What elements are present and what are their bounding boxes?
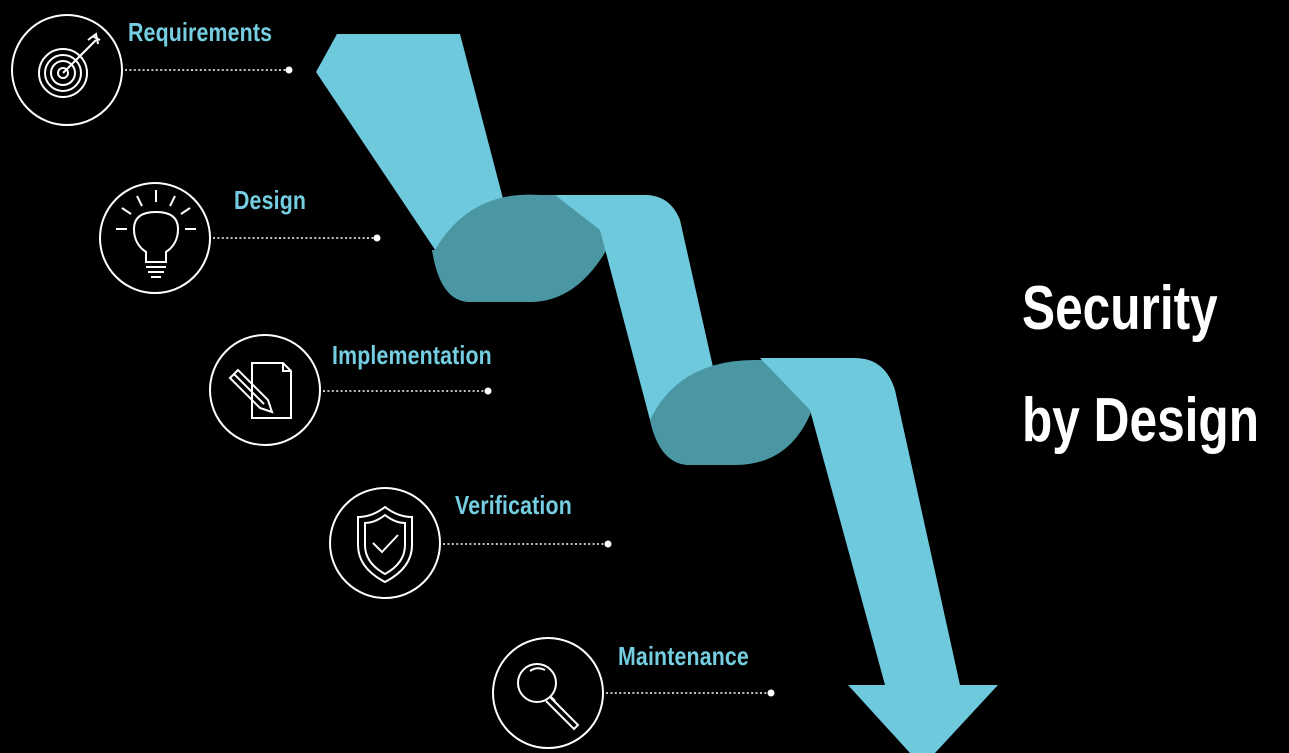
title-line-1: Security bbox=[1022, 274, 1218, 343]
label-implementation: Implementation bbox=[332, 340, 492, 370]
label-design: Design bbox=[234, 185, 307, 215]
ribbon-segment-3 bbox=[760, 358, 960, 685]
step-verification bbox=[329, 487, 612, 599]
label-maintenance: Maintenance bbox=[618, 641, 749, 671]
connector-dot bbox=[767, 689, 775, 697]
connector-dot bbox=[285, 66, 293, 74]
title-line-2: by Design bbox=[1022, 386, 1260, 455]
target-icon bbox=[38, 32, 101, 98]
label-requirements: Requirements bbox=[128, 17, 273, 47]
icon-circle bbox=[11, 14, 123, 126]
pencil-document-icon bbox=[228, 362, 292, 419]
step-implementation bbox=[209, 334, 492, 446]
icon-circle bbox=[329, 487, 441, 599]
connector-dot bbox=[604, 540, 612, 548]
step-requirements bbox=[11, 14, 293, 126]
label-verification: Verification bbox=[455, 490, 572, 520]
step-design bbox=[99, 182, 381, 294]
step-maintenance bbox=[492, 637, 775, 749]
magnifier-icon bbox=[517, 663, 580, 731]
ribbon-fold-2 bbox=[650, 359, 812, 465]
icon-circle bbox=[492, 637, 604, 749]
connector-dot bbox=[484, 387, 492, 395]
lightbulb-icon bbox=[116, 190, 196, 278]
shield-check-icon bbox=[357, 505, 413, 584]
ribbon-arrow bbox=[316, 34, 998, 753]
connector-dot bbox=[373, 234, 381, 242]
ribbon-arrowhead bbox=[848, 685, 998, 753]
icon-circle bbox=[99, 182, 211, 294]
icon-circle bbox=[209, 334, 321, 446]
ribbon-fold-1 bbox=[432, 194, 612, 302]
